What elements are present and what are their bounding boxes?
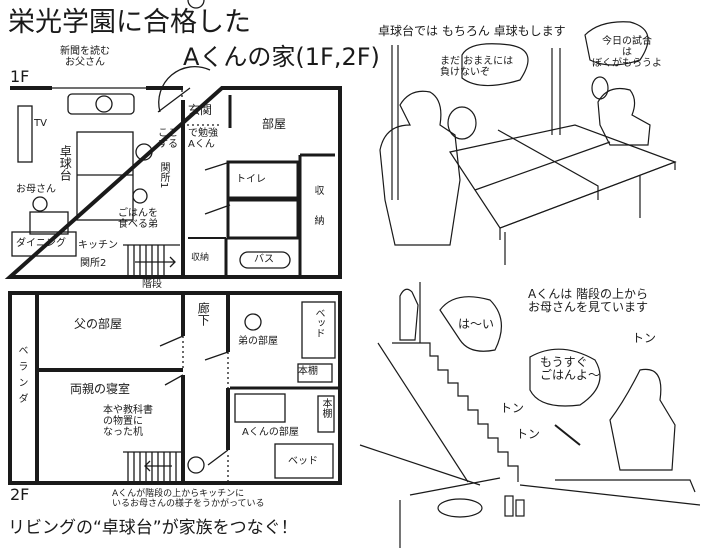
floor1-label: 1F	[10, 67, 30, 86]
pingpong-table-label: 卓球台	[58, 145, 73, 181]
tv-label: TV	[34, 118, 47, 129]
bubble-son: 今日の試合 は ぼくがもらうよ	[592, 36, 662, 69]
sfx-ton: トン	[500, 401, 525, 415]
bath-label: バス	[254, 254, 274, 265]
father-room-label: 父の部屋	[74, 317, 123, 331]
bottom-caption: リビングの“卓球台”が家族をつなぐ！	[8, 518, 298, 538]
desk-note: 本や教科書 の物置に なった机	[103, 405, 153, 438]
veranda-label: ベランダ	[16, 345, 27, 409]
checkpoint1-label: 関所1	[158, 162, 169, 189]
bubble-father: まだ おまえには 負けないぞ	[440, 56, 514, 78]
bookshelf2-label: 本棚	[320, 398, 331, 418]
bed2-label: ベッド	[288, 456, 318, 467]
floor1-furniture	[11, 65, 335, 276]
panel2-caption: Aくんは 階段の上から お母さんを見ています	[528, 287, 649, 315]
storage-small-label: 収納	[191, 253, 210, 263]
title-line1: 栄光学園に合格した	[8, 7, 251, 38]
brother-room-label: 弟の部屋	[238, 336, 278, 347]
floor2-caption: Aくんが階段の上からキッチンに いるお母さんの様子をうかがっている	[112, 489, 265, 509]
hallway-label: 廊下	[196, 302, 211, 326]
bookshelf1-label: 本棚	[298, 366, 318, 377]
entrance-label: 玄関	[188, 103, 213, 117]
a-room-label: Aくんの部屋	[242, 427, 299, 438]
bed1-label: ベッド	[313, 308, 324, 338]
toilet-label: トイレ	[236, 174, 266, 185]
bubble-son-hai: は〜い	[458, 317, 495, 331]
panel1-caption: 卓球台では もちろん 卓球もします	[378, 24, 566, 38]
brother-eating-label: ごはんを 食べる弟	[118, 208, 158, 230]
room-label: 部屋	[262, 117, 287, 131]
study-here-label: ここ する	[158, 128, 178, 150]
study-a-label: で勉強 Aくん	[188, 128, 218, 150]
title-line2: Aくんの家(1F,2F)	[183, 43, 380, 71]
sfx-ton: トン	[516, 427, 541, 441]
floor2-label: 2F	[10, 485, 30, 504]
sfx-ton: トン	[632, 331, 657, 345]
bubble-mother: もうすぐ ごはんよ〜	[540, 355, 601, 383]
pingpong-drawing	[379, 21, 677, 265]
stairs-label: 階段	[142, 279, 162, 290]
floor1-plan	[4, 86, 342, 279]
floor2-furniture	[10, 0, 336, 483]
floor2-plan	[8, 291, 342, 485]
storage-label: 収納	[312, 185, 323, 245]
mother-label: お母さん	[16, 184, 56, 195]
checkpoint2-label: 関所2	[80, 258, 107, 269]
parents-bedroom-label: 両親の寝室	[70, 382, 131, 396]
kitchen-label: キッチン	[78, 240, 118, 251]
father-reading-label: 新聞を読む お父さん	[60, 46, 110, 68]
stairs-kitchen-drawing	[359, 282, 701, 548]
dining-label: ダイニング	[16, 238, 66, 249]
